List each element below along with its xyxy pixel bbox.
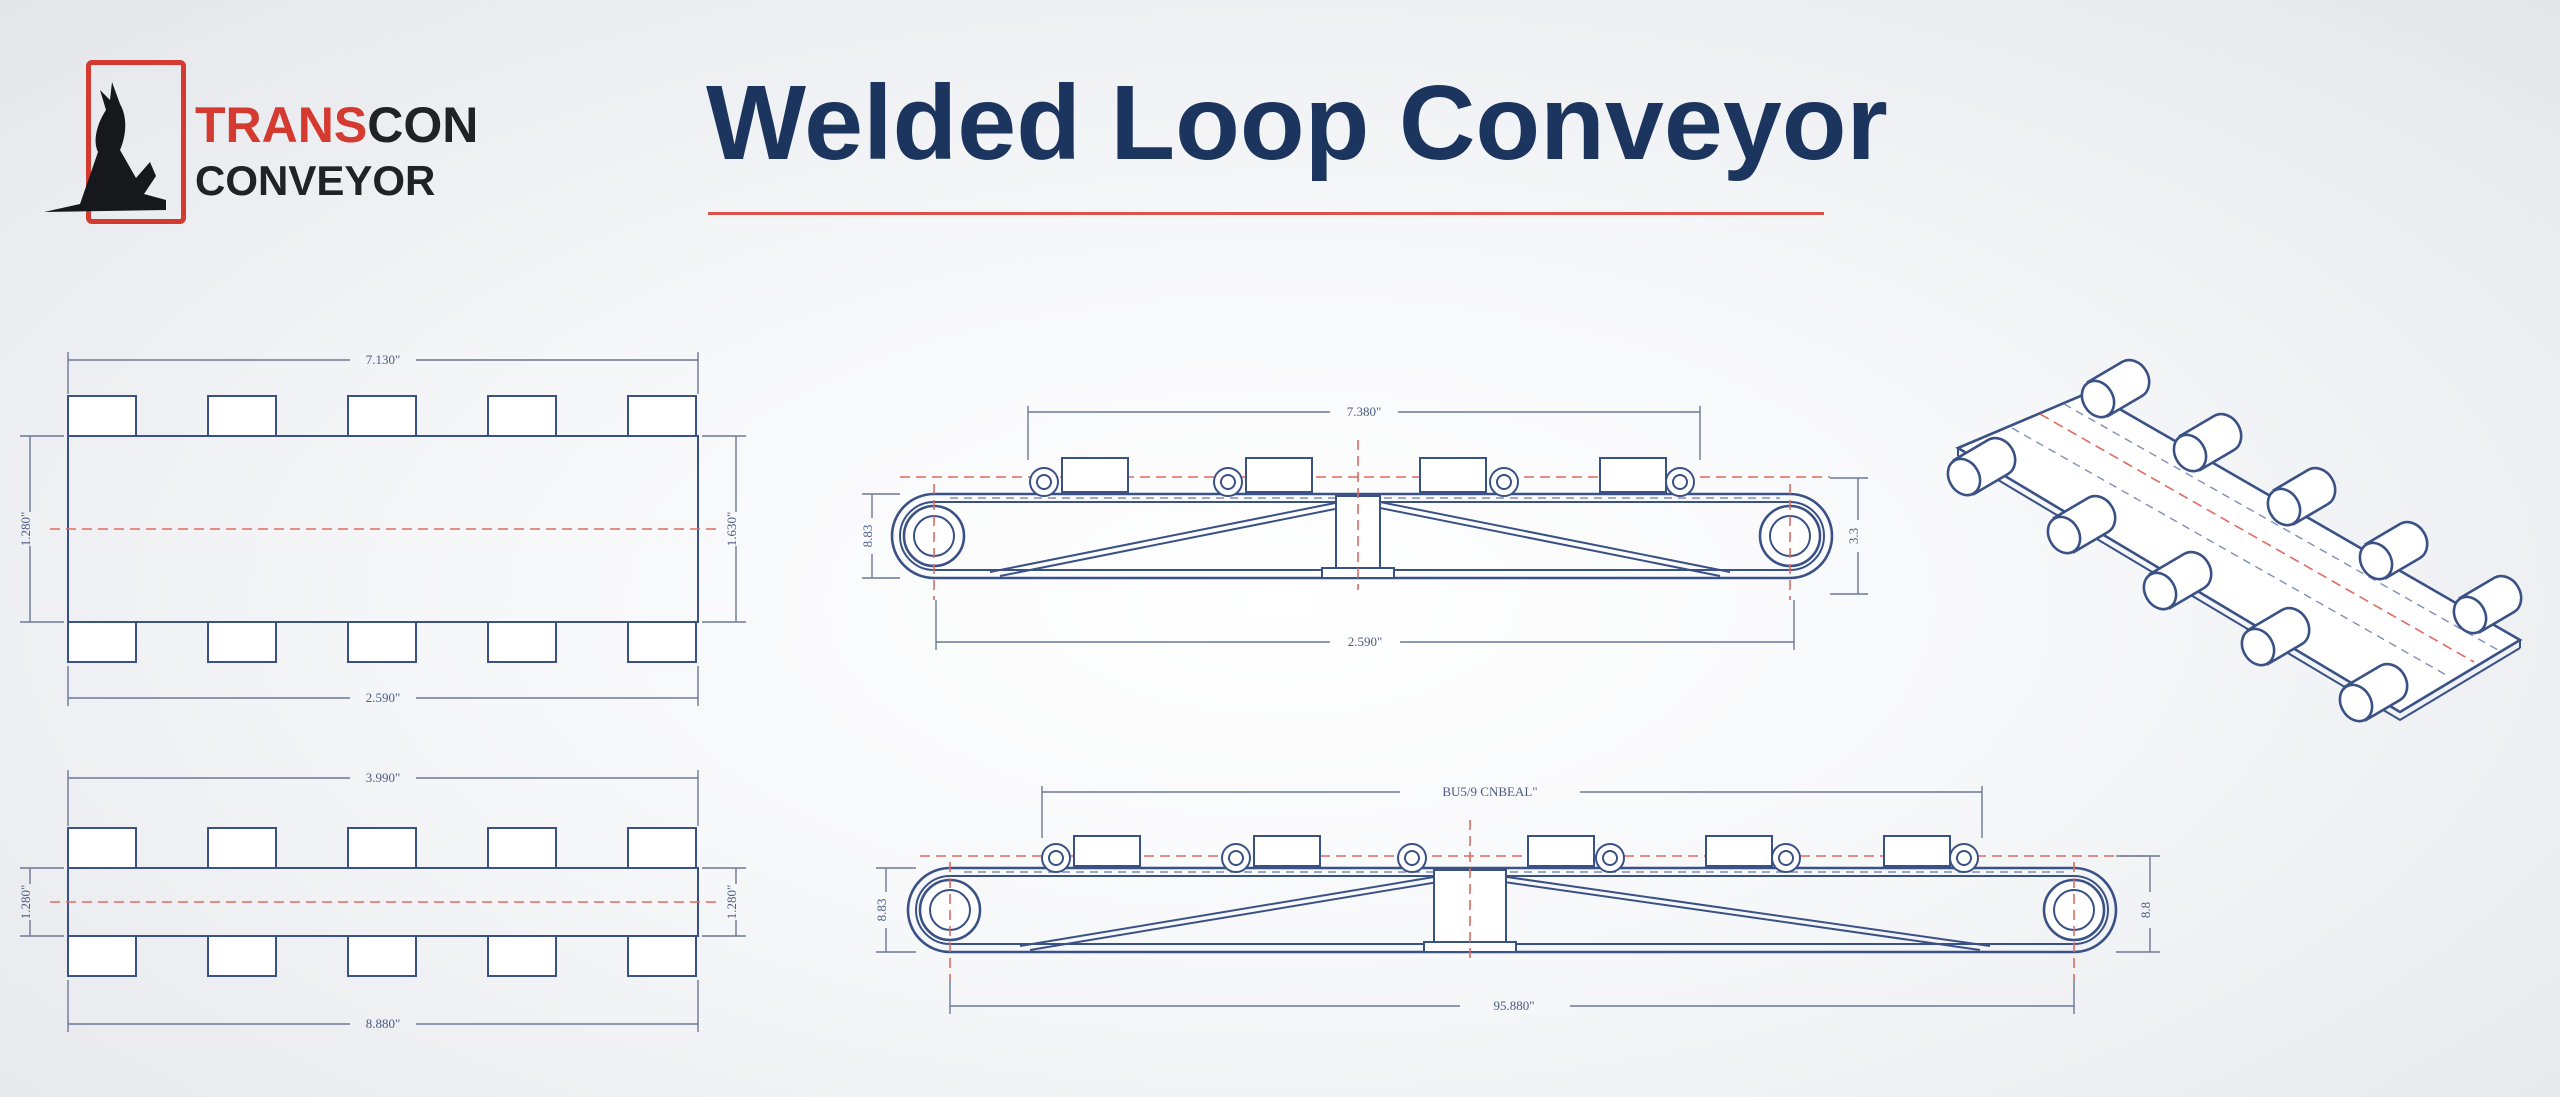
dim-top-view-1-left: 1.280" <box>18 512 33 547</box>
top-view-1: 7.130" 1.280" 1.630" 2.590" <box>18 352 746 706</box>
brand-logo: TRANSCON CONVEYOR <box>40 58 560 228</box>
top-view-2-lugs <box>67 827 697 977</box>
dim-side-view-1-right: 3.3 <box>1846 528 1861 544</box>
side-view-1-frame <box>989 440 1731 590</box>
dim-side-view-2-left: 8.83 <box>874 899 889 922</box>
side-view-2: BU5/9 CNBEAL" 8.83 8.8 95.880" <box>874 784 2160 1014</box>
side-view-2-flights <box>1041 835 1979 873</box>
isometric-rollers-front <box>1946 436 2409 723</box>
dim-top-view-1-right: 1.630" <box>724 512 739 547</box>
dim-side-view-2-top: BU5/9 CNBEAL" <box>1442 784 1537 799</box>
dim-top-view-1-bottom: 2.590" <box>366 690 401 705</box>
dim-side-view-1-bottom: 2.590" <box>1348 634 1383 649</box>
dim-side-view-2-bottom: 95.880" <box>1493 998 1534 1013</box>
brand-name-line2: CONVEYOR <box>195 157 436 204</box>
dim-side-view-1-left: 8.83 <box>860 525 875 548</box>
side-view-1-flights <box>1029 457 1695 497</box>
brand-name-line1: TRANSCON <box>195 100 478 150</box>
dim-top-view-2-left: 1.280" <box>18 885 33 920</box>
brand-name-black: CON <box>367 97 479 153</box>
top-view-1-lugs <box>67 395 697 663</box>
dim-top-view-2-bottom: 8.880" <box>366 1016 401 1031</box>
page-title: Welded Loop Conveyor <box>706 64 1888 182</box>
dim-top-view-1-top: 7.130" <box>366 352 401 367</box>
side-view-1: 7.380" 8.83 3.3 2.590" <box>860 404 1868 650</box>
dim-side-view-2-right: 8.8 <box>2138 902 2153 918</box>
top-view-2: 3.990" 1.280" 1.280" 8.880" <box>18 770 746 1032</box>
logo-frame <box>86 60 186 224</box>
dim-side-view-1-top: 7.380" <box>1347 404 1382 419</box>
dim-top-view-2-top: 3.990" <box>366 770 401 785</box>
isometric-rollers-back <box>2080 358 2523 635</box>
brand-name-red: TRANS <box>195 97 368 153</box>
dim-top-view-2-right: 1.280" <box>724 885 739 920</box>
side-view-2-frame <box>1019 820 1991 964</box>
kangaroo-logo-icon <box>44 82 166 212</box>
title-underline <box>708 212 1824 215</box>
isometric-view <box>1946 358 2523 723</box>
